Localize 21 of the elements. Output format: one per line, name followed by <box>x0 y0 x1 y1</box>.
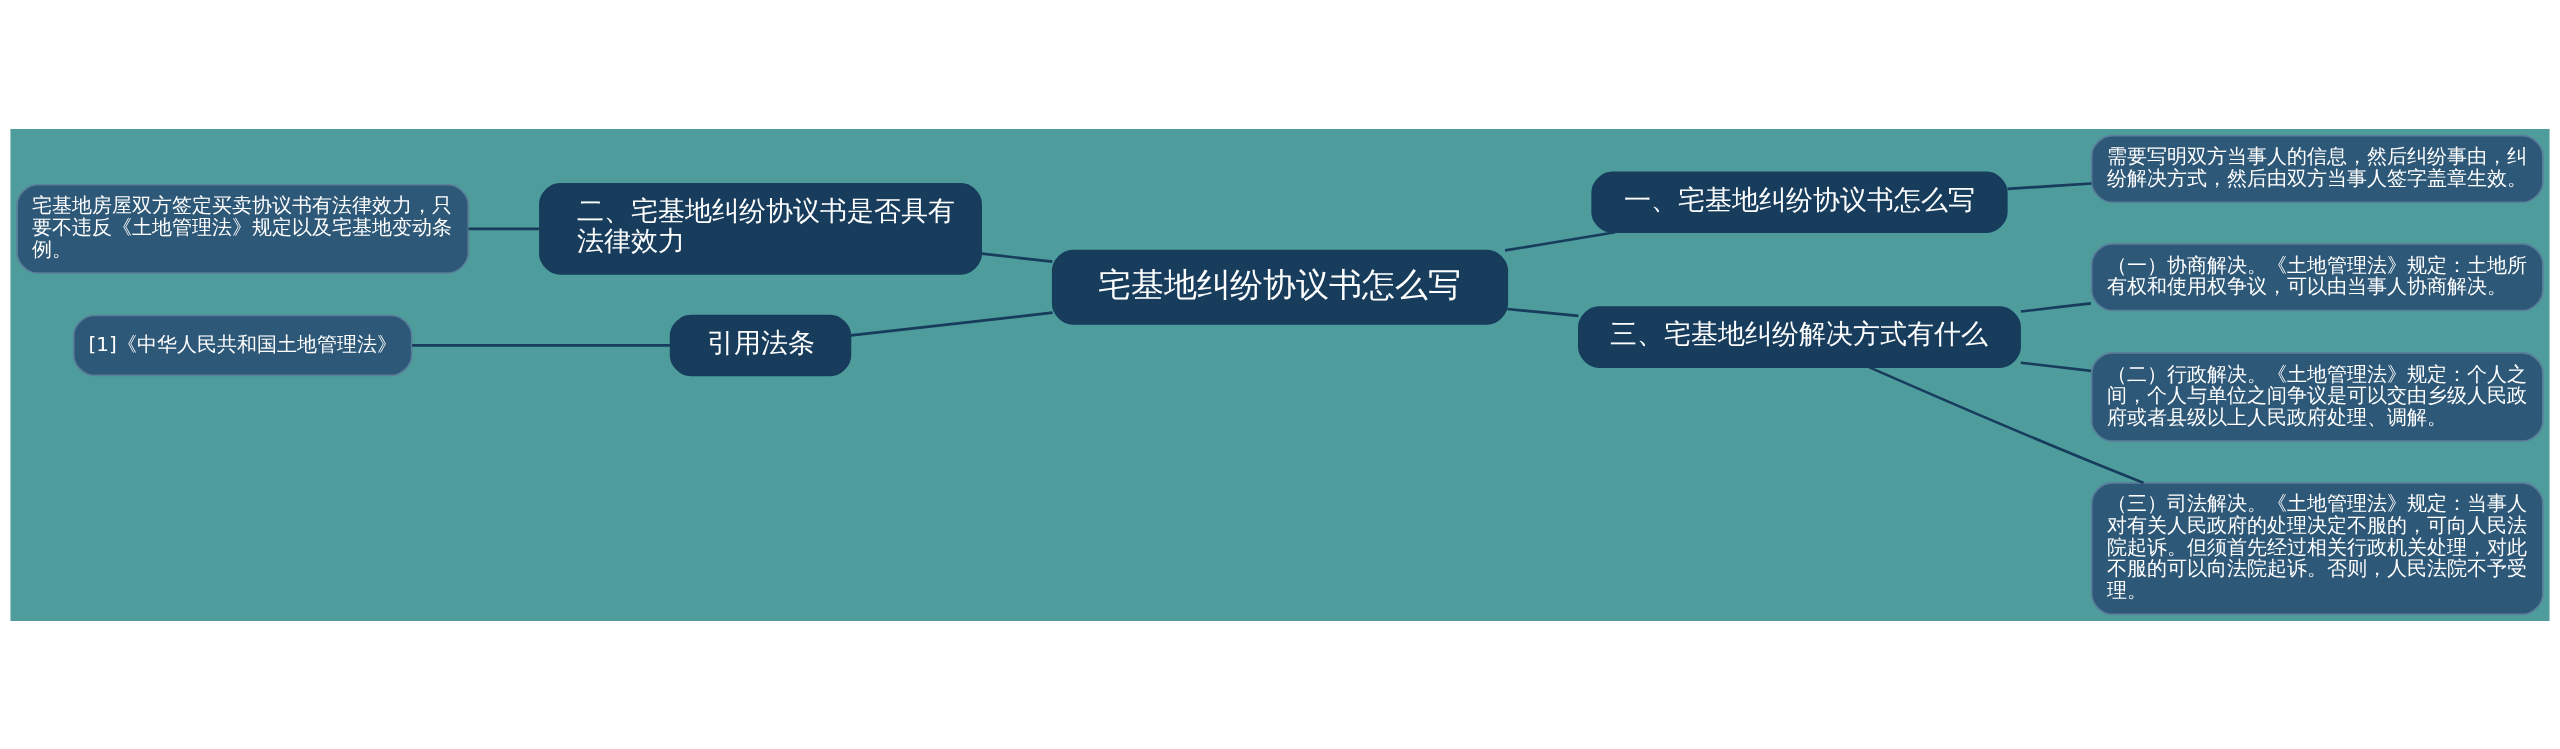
node-box: 引用法条 <box>669 314 852 376</box>
connector <box>1504 230 1616 252</box>
connector <box>2020 301 2092 313</box>
connector <box>1868 365 2145 484</box>
node-box: 宅基地房屋双方签定买卖协议书有法律效力，只要不违反《土地管理法》规定以及宅基地变动条例。 <box>16 183 470 274</box>
node-box: 三、宅基地纠纷解决方式有什么 <box>1578 305 2021 368</box>
connector <box>412 343 670 347</box>
connector <box>1507 307 1579 317</box>
node-box: （一）协商解决。《土地管理法》规定：土地所有权和使用权争议，可以由当事人协商解决。 <box>2090 242 2544 311</box>
connector <box>2007 181 2092 190</box>
node-box: （二）行政解决。《土地管理法》规定：个人之间，个人与单位之间争议是可以交由乡级人民政府或者县级以上人民政府处理、调解。 <box>2090 351 2544 442</box>
connector <box>468 227 540 230</box>
node-box: 二、宅基地纠纷协议书是否具有法律效力 <box>539 182 982 275</box>
connector <box>981 251 1053 263</box>
node-box: [1]《中华人民共和国土地管理法》 <box>72 314 413 376</box>
node-box: （三）司法解决。《土地管理法》规定：当事人对有关人民政府的处理决定不服的，可向人民法院起诉。但须首先经过相关行政机关处理，对此不服的可以向法院起诉。否则，人民法院不予受理。 <box>2090 481 2544 615</box>
connector <box>850 310 1053 337</box>
connector <box>2020 360 2092 372</box>
node-box: 需要写明双方当事人的信息，然后纠纷事由，纠纷解决方式，然后由双方当事人签字盖章生效。 <box>2090 134 2544 203</box>
node-box: 宅基地纠纷协议书怎么写 <box>1051 249 1509 325</box>
node-box: 一、宅基地纠纷协议书怎么写 <box>1591 170 2008 233</box>
